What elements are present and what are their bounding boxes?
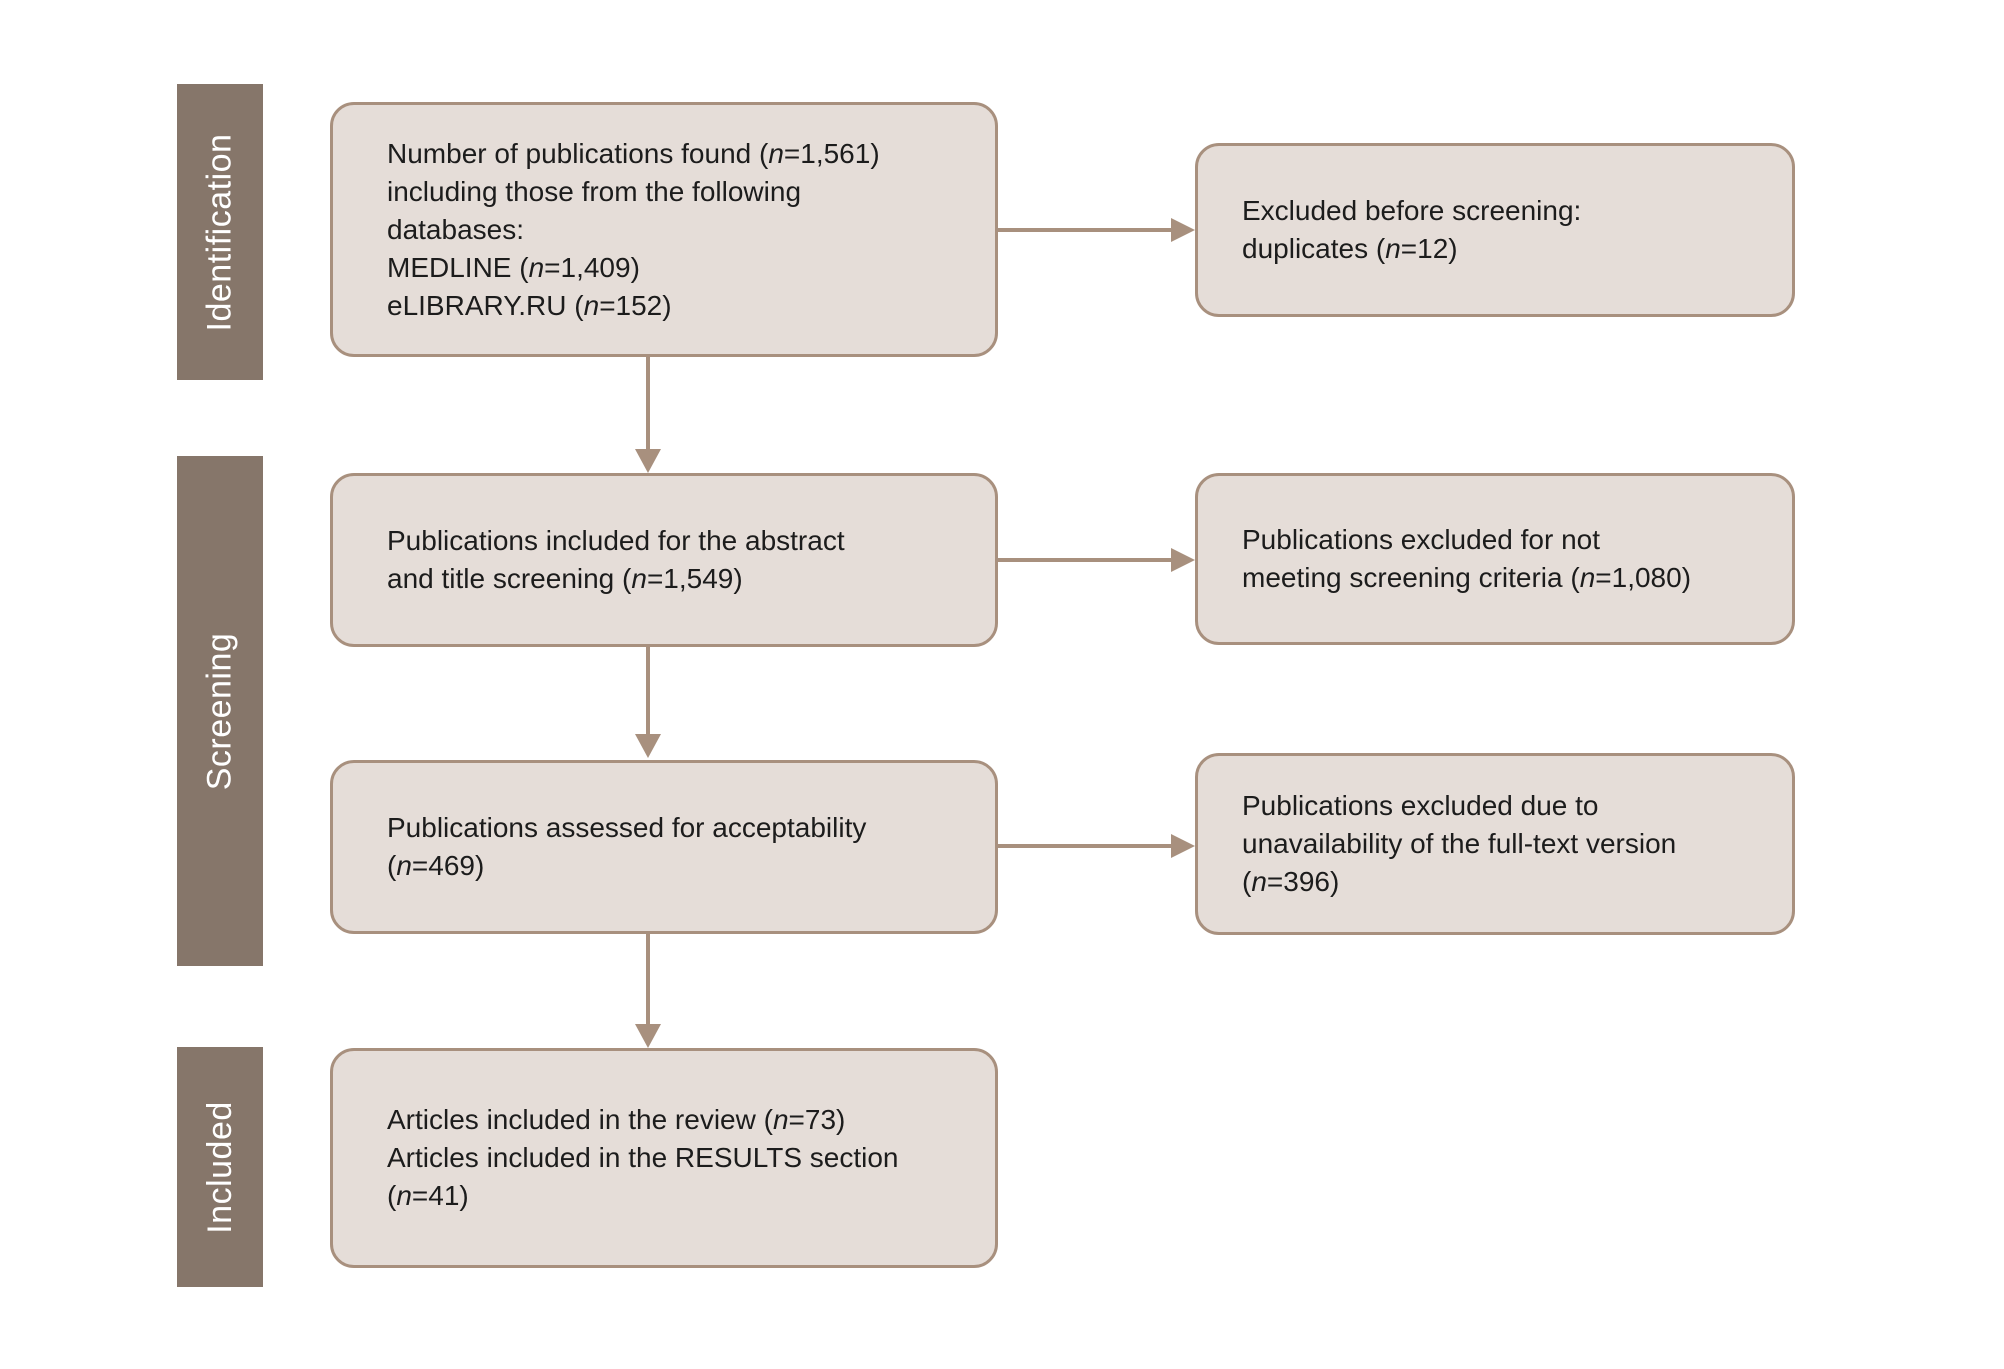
stage-label-screening: Screening: [200, 632, 239, 790]
arrow-found-to-duplicates-head: [1171, 218, 1195, 242]
arrow-screening-to-criteria-line: [998, 558, 1172, 562]
arrow-assessed-to-fulltext-line: [998, 844, 1172, 848]
stage-bar-screening: Screening: [177, 456, 263, 966]
arrow-screening-to-assessed-line: [646, 647, 650, 735]
arrow-screening-to-assessed-head: [635, 734, 661, 758]
arrow-found-to-screening-line: [646, 357, 650, 451]
arrow-assessed-to-fulltext-head: [1171, 834, 1195, 858]
stage-bar-identification: Identification: [177, 84, 263, 380]
stage-label-included: Included: [200, 1100, 239, 1234]
stage-label-identification: Identification: [200, 133, 239, 331]
box-excluded-duplicates: Excluded before screening:duplicates (n=…: [1195, 143, 1795, 317]
stage-bar-included: Included: [177, 1047, 263, 1287]
box-publications-found: Number of publications found (n=1,561)in…: [330, 102, 998, 357]
box-articles-included: Articles included in the review (n=73)Ar…: [330, 1048, 998, 1268]
arrow-assessed-to-included-line: [646, 934, 650, 1025]
arrow-assessed-to-included-head: [635, 1024, 661, 1048]
arrow-found-to-duplicates-line: [998, 228, 1172, 232]
arrow-found-to-screening-head: [635, 449, 661, 473]
arrow-screening-to-criteria-head: [1171, 548, 1195, 572]
box-assessed-acceptability: Publications assessed for acceptability(…: [330, 760, 998, 934]
